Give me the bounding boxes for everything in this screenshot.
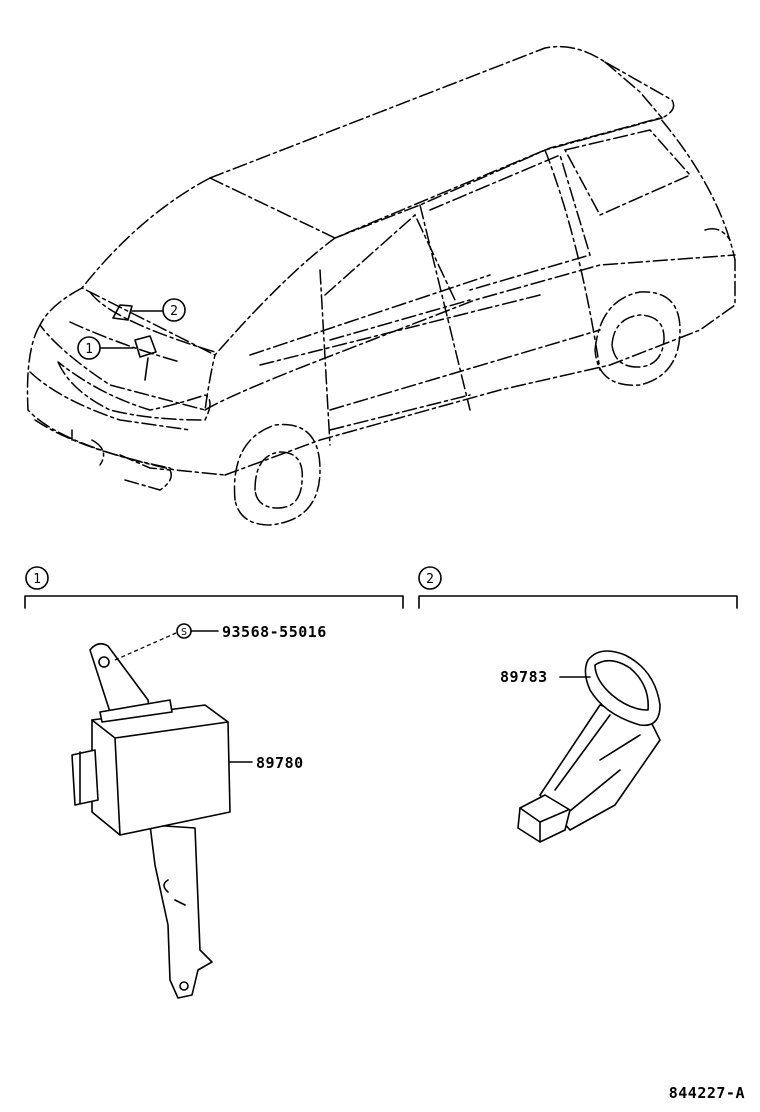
- section-1-bracket: [24, 595, 404, 609]
- section-1: 1 S 93568-55016 89780: [24, 566, 404, 999]
- section-2-callout[interactable]: 2: [418, 566, 442, 590]
- part-number-89783[interactable]: 89783: [500, 668, 548, 686]
- drawing-code: 844227-A: [669, 1084, 745, 1102]
- vehicle-callout-1[interactable]: 1: [77, 336, 101, 360]
- svg-text:2: 2: [170, 304, 178, 319]
- vehicle-callout-2[interactable]: 2: [162, 298, 186, 322]
- svg-text:1: 1: [33, 572, 41, 587]
- vehicle-illustration: [26, 45, 736, 526]
- sensor-ring: [584, 650, 661, 727]
- sensor-body[interactable]: [539, 704, 661, 831]
- svg-text:1: 1: [85, 342, 93, 357]
- sensor-location-marker: [112, 304, 133, 321]
- svg-text:S: S: [181, 627, 187, 638]
- part-number-93568-55016[interactable]: 93568-55016: [222, 623, 327, 641]
- ecu-body[interactable]: [91, 704, 231, 836]
- section-2-bracket: [418, 595, 738, 609]
- sensor-connector: [517, 794, 571, 843]
- bolt-symbol: S: [176, 623, 192, 639]
- part-number-89780[interactable]: 89780: [256, 754, 304, 772]
- svg-text:2: 2: [426, 572, 434, 587]
- section-2: 2 89783: [418, 566, 738, 843]
- ecu-location-marker: [134, 335, 157, 381]
- section-1-callout[interactable]: 1: [25, 566, 49, 590]
